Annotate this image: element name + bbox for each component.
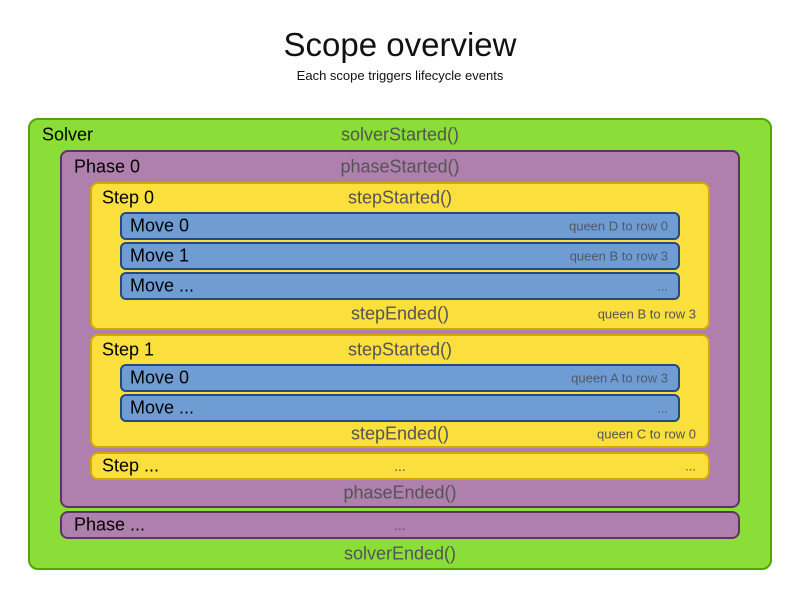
step-ellipsis-label: Step ... [102, 455, 160, 476]
phase-ellipsis-center: ... [394, 517, 406, 533]
move-box: Move ... ... [120, 272, 680, 300]
step-1-ended-event: stepEnded() [350, 423, 450, 444]
phase-0-header: Phase 0 phaseStarted() [62, 152, 738, 182]
step-0-started-event: stepStarted() [347, 187, 453, 208]
phase-0-scope-box: Phase 0 phaseStarted() Step 0 stepStarte… [60, 150, 740, 508]
move-label: Move ... [130, 275, 195, 296]
move-label: Move 0 [130, 215, 190, 236]
move-label: Move 0 [130, 367, 190, 388]
step-0-footer: stepEnded() queen B to row 3 [92, 300, 708, 328]
phase-0-footer: phaseEnded() [62, 480, 738, 506]
phase-0-ended-event: phaseEnded() [343, 482, 457, 503]
step-0-ended-note: queen B to row 3 [597, 306, 696, 322]
step-1-moves: Move 0 queen A to row 3 Move ... ... [120, 364, 680, 422]
move-label: Move ... [130, 397, 195, 418]
step-0-ended-event: stepEnded() [350, 303, 450, 324]
step-1-label: Step 1 [102, 339, 155, 360]
page-title: Scope overview [283, 26, 517, 63]
move-note: queen A to row 3 [571, 370, 668, 386]
step-1-ended-note: queen C to row 0 [596, 426, 696, 442]
phase-ellipsis-label: Phase ... [74, 514, 146, 535]
solver-footer: solverEnded() [30, 539, 770, 568]
move-note: ... [657, 400, 668, 416]
step-1-footer: stepEnded() queen C to row 0 [92, 422, 708, 446]
solver-scope-box: Solver solverStarted() Phase 0 phaseStar… [28, 118, 772, 570]
move-box: Move ... ... [120, 394, 680, 422]
solver-label: Solver [42, 124, 94, 145]
step-ellipsis-scope-box: Step ... ... ... [90, 452, 710, 480]
phase-ellipsis-scope-box: Phase ... ... [60, 511, 740, 539]
step-1-header: Step 1 stepStarted() [92, 336, 708, 364]
step-0-label: Step 0 [102, 187, 155, 208]
page-subtitle: Each scope triggers lifecycle events [296, 67, 504, 83]
step-0-scope-box: Step 0 stepStarted() Move 0 queen D to r… [90, 182, 710, 330]
step-1-scope-box: Step 1 stepStarted() Move 0 queen A to r… [90, 334, 710, 448]
move-label: Move 1 [130, 245, 190, 266]
phase-0-started-event: phaseStarted() [340, 156, 460, 177]
solver-header: Solver solverStarted() [30, 120, 770, 150]
step-1-started-event: stepStarted() [347, 339, 453, 360]
solver-started-event: solverStarted() [340, 124, 460, 145]
move-note: queen D to row 0 [568, 218, 668, 234]
step-0-header: Step 0 stepStarted() [92, 184, 708, 212]
move-box: Move 1 queen B to row 3 [120, 242, 680, 270]
step-ellipsis-center: ... [394, 458, 406, 474]
move-box: Move 0 queen D to row 0 [120, 212, 680, 240]
phase-0-label: Phase 0 [74, 156, 141, 177]
solver-ended-event: solverEnded() [343, 543, 457, 563]
step-ellipsis-right: ... [685, 458, 696, 474]
move-note: queen B to row 3 [569, 248, 668, 264]
move-note: ... [657, 278, 668, 294]
move-box: Move 0 queen A to row 3 [120, 364, 680, 392]
step-0-moves: Move 0 queen D to row 0 Move 1 queen B t… [120, 212, 680, 300]
